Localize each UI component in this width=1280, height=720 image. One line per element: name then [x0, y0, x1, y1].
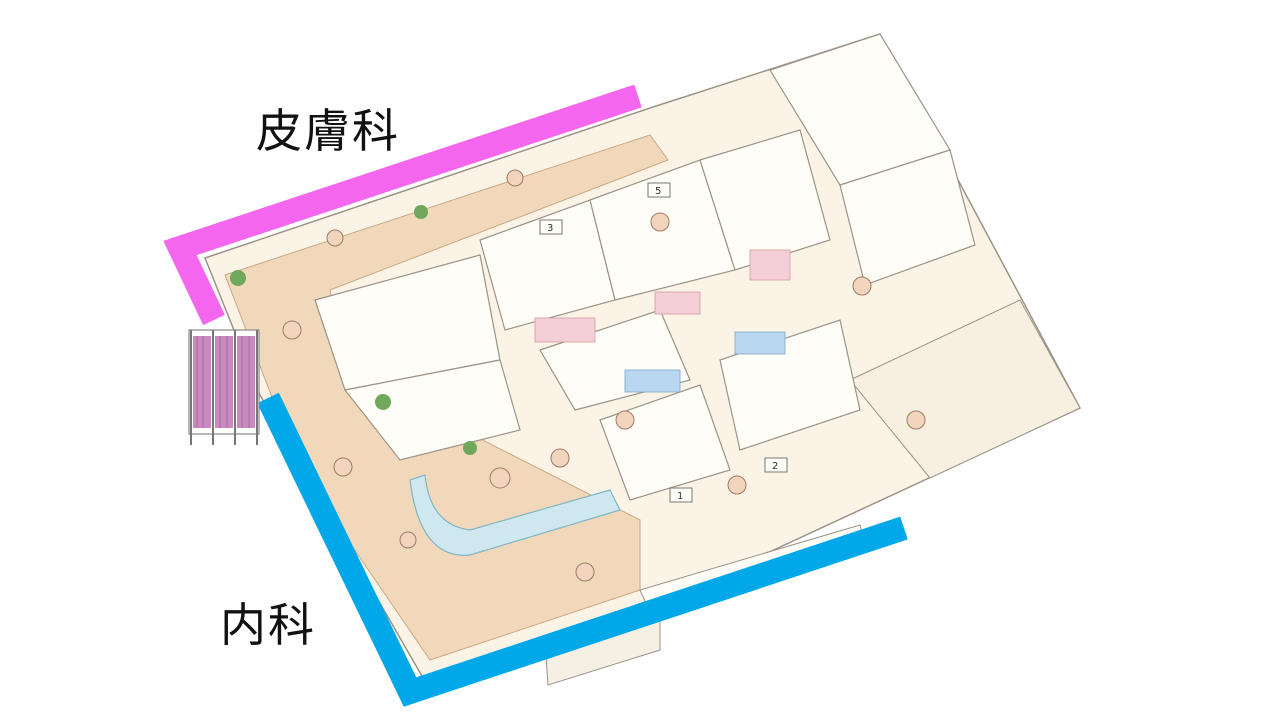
reception-counter — [409, 474, 621, 556]
internal-medicine-zone-bracket — [257, 392, 908, 707]
folding-partition-screen — [188, 329, 260, 445]
people-figures — [282, 169, 926, 582]
internal-medicine-label: 内科 — [220, 598, 316, 652]
right-wing-floor — [849, 299, 1081, 479]
room-number-plates: 1 2 3 5 — [539, 182, 788, 503]
room-number-3: 3 — [547, 223, 553, 234]
dermatology-label: 皮膚科 — [256, 104, 400, 158]
blue-curtains — [624, 331, 786, 393]
pink-curtains — [534, 249, 791, 343]
room-number-5: 5 — [655, 186, 661, 197]
potted-plants — [230, 205, 477, 455]
room-number-2: 2 — [772, 461, 778, 472]
middle-rooms — [314, 254, 861, 501]
room-number-1: 1 — [677, 491, 683, 502]
back-rooms — [479, 33, 976, 331]
dermatology-zone-bracket — [163, 84, 642, 326]
